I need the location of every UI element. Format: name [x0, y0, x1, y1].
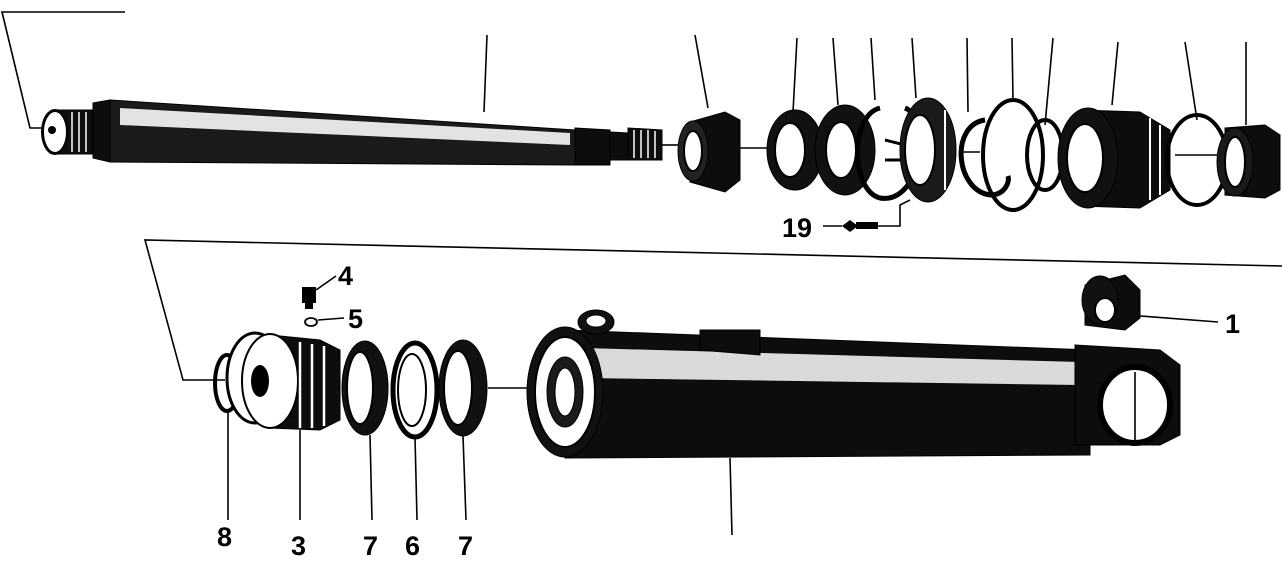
callout-4: 4 — [338, 261, 353, 291]
guide-bush — [677, 111, 741, 193]
retaining-ring — [958, 117, 1011, 198]
seal-ring-a — [766, 109, 824, 191]
callout-6: 6 — [405, 531, 420, 561]
part-4-screw — [302, 275, 337, 309]
piston-rod — [41, 99, 663, 166]
part-3-piston — [225, 331, 341, 520]
bottom-leader-8 — [143, 239, 1282, 381]
part-6-ring — [390, 340, 440, 521]
callout-8: 8 — [217, 522, 232, 552]
top-leader-lines — [0, 11, 1247, 129]
part-5-o-ring — [304, 317, 345, 327]
part-19-screw — [823, 199, 911, 232]
part-7-ring-b — [438, 339, 488, 521]
callout-7a: 7 — [363, 531, 378, 561]
callout-1: 1 — [1225, 309, 1240, 339]
guide-sleeve — [1057, 107, 1171, 209]
top-assembly-axis — [662, 144, 1220, 156]
callout-5: 5 — [348, 304, 363, 334]
part-7-ring-a — [341, 340, 389, 521]
callout-19: 19 — [782, 213, 812, 243]
o-ring-a — [981, 98, 1045, 212]
piston-a — [899, 97, 957, 203]
callout-7b: 7 — [458, 531, 473, 561]
callout-3: 3 — [291, 531, 306, 561]
cylinder-barrel — [526, 309, 1181, 536]
cap-nut — [1216, 124, 1281, 199]
part-1-bushing — [1081, 274, 1219, 331]
